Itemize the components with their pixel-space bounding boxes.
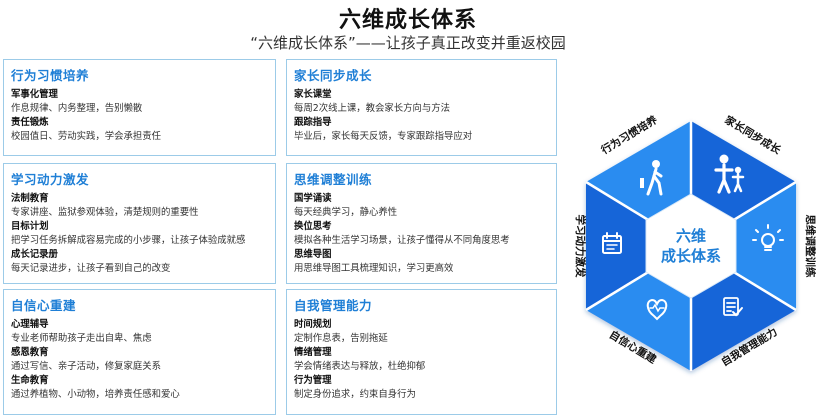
item-head: 情绪管理 — [294, 347, 332, 358]
card-parent-growth: 家长同步成长 家长课堂 每周2次线上课，教会家长方向与方法 跟踪指导 毕业后，家… — [286, 59, 557, 156]
item-head: 成长记录册 — [11, 249, 58, 260]
item-head: 目标计划 — [11, 221, 49, 232]
item-text: 校园值日、劳动实践，学会承担责任 — [11, 131, 162, 142]
six-dimension-hexagon: 六维 成长体系 行为习惯培养 家长同步成长 思维调整训练 自我管理能力 自信心重… — [574, 113, 816, 371]
heart-icon — [646, 298, 668, 321]
item-text: 专家讲座、监狱参观体验，清楚规则的重要性 — [11, 207, 199, 218]
item-head: 感恩教育 — [11, 347, 49, 358]
item-head: 时间规划 — [294, 319, 332, 330]
hex-label-thinking: 思维调整训练 — [804, 215, 816, 278]
card-title: 家长同步成长 — [294, 68, 373, 83]
item-text: 每天记录进步，让孩子看到自己的改变 — [11, 263, 171, 274]
lightbulb-icon — [752, 224, 784, 251]
hex-center-line1: 六维 — [676, 227, 706, 245]
item-text: 模拟各种生活学习场景，让孩子懂得从不同角度思考 — [294, 235, 510, 246]
item-head: 行为管理 — [294, 375, 332, 386]
hex-segment-learning — [586, 182, 691, 310]
item-text: 通过养植物、小动物，培养责任感和爱心 — [11, 389, 180, 400]
card-thinking-training: 思维调整训练 国学诵读 每天经典学习，静心养性 换位思考 模拟各种生活学习场景，… — [286, 163, 557, 284]
parent-child-icon — [714, 154, 745, 194]
item-head: 换位思考 — [294, 221, 332, 232]
hex-center-line2: 成长体系 — [661, 247, 721, 265]
card-title: 自信心重建 — [11, 298, 77, 313]
checklist-icon — [723, 297, 743, 317]
item-text: 学会情绪表达与释放，杜绝抑郁 — [294, 361, 426, 372]
person-walking-icon — [640, 160, 663, 196]
calendar-icon — [602, 232, 622, 254]
item-text: 每天经典学习，静心养性 — [294, 207, 398, 218]
card-behavior-habits: 行为习惯培养 军事化管理 作息规律、内务整理，告别懒散 责任锻炼 校园值日、劳动… — [3, 59, 276, 156]
item-text: 毕业后，家长每天反馈，专家跟踪指导应对 — [294, 131, 473, 142]
item-head: 思维导图 — [294, 249, 332, 260]
card-learning-motivation: 学习动力激发 法制教育 专家讲座、监狱参观体验，清楚规则的重要性 目标计划 把学… — [3, 163, 276, 284]
item-head: 跟踪指导 — [294, 117, 332, 128]
hex-center — [645, 193, 737, 299]
item-head: 法制教育 — [11, 193, 49, 204]
card-title: 行为习惯培养 — [11, 68, 90, 83]
item-head: 心理辅导 — [11, 319, 49, 330]
item-head: 责任锻炼 — [11, 117, 49, 128]
hex-segment-thinking — [691, 182, 796, 310]
hex-label-learning: 学习动力激发 — [574, 215, 587, 278]
item-head: 生命教育 — [11, 375, 49, 386]
item-text: 专业老师帮助孩子走出自卑、焦虑 — [11, 333, 152, 344]
item-head: 家长课堂 — [294, 89, 332, 100]
card-self-management: 自我管理能力 时间规划 定制作息表，告别拖延 情绪管理 学会情绪表达与释放，杜绝… — [286, 289, 557, 415]
item-text: 通过写信、亲子活动，修复家庭关系 — [11, 361, 162, 372]
card-title: 思维调整训练 — [294, 172, 373, 187]
item-text: 定制作息表，告别拖延 — [294, 333, 388, 344]
item-text: 把学习任务拆解成容易完成的小步骤，让孩子体验成就感 — [11, 235, 246, 246]
card-confidence-rebuild: 自信心重建 心理辅导 专业老师帮助孩子走出自卑、焦虑 感恩教育 通过写信、亲子活… — [3, 289, 276, 415]
page-title: 六维成长体系 — [338, 8, 477, 33]
item-text: 每周2次线上课，教会家长方向与方法 — [294, 103, 450, 114]
card-title: 自我管理能力 — [294, 298, 373, 313]
item-head: 军事化管理 — [11, 89, 58, 100]
item-text: 用思维导图工具梳理知识，学习更高效 — [294, 263, 454, 274]
page-subtitle: “六维成长体系”——让孩子真正改变并重返校园 — [250, 34, 566, 52]
item-text: 作息规律、内务整理，告别懒散 — [11, 103, 143, 114]
item-head: 国学诵读 — [294, 193, 332, 204]
card-title: 学习动力激发 — [11, 172, 90, 187]
item-text: 制定身份追求，约束自身行为 — [294, 389, 416, 400]
